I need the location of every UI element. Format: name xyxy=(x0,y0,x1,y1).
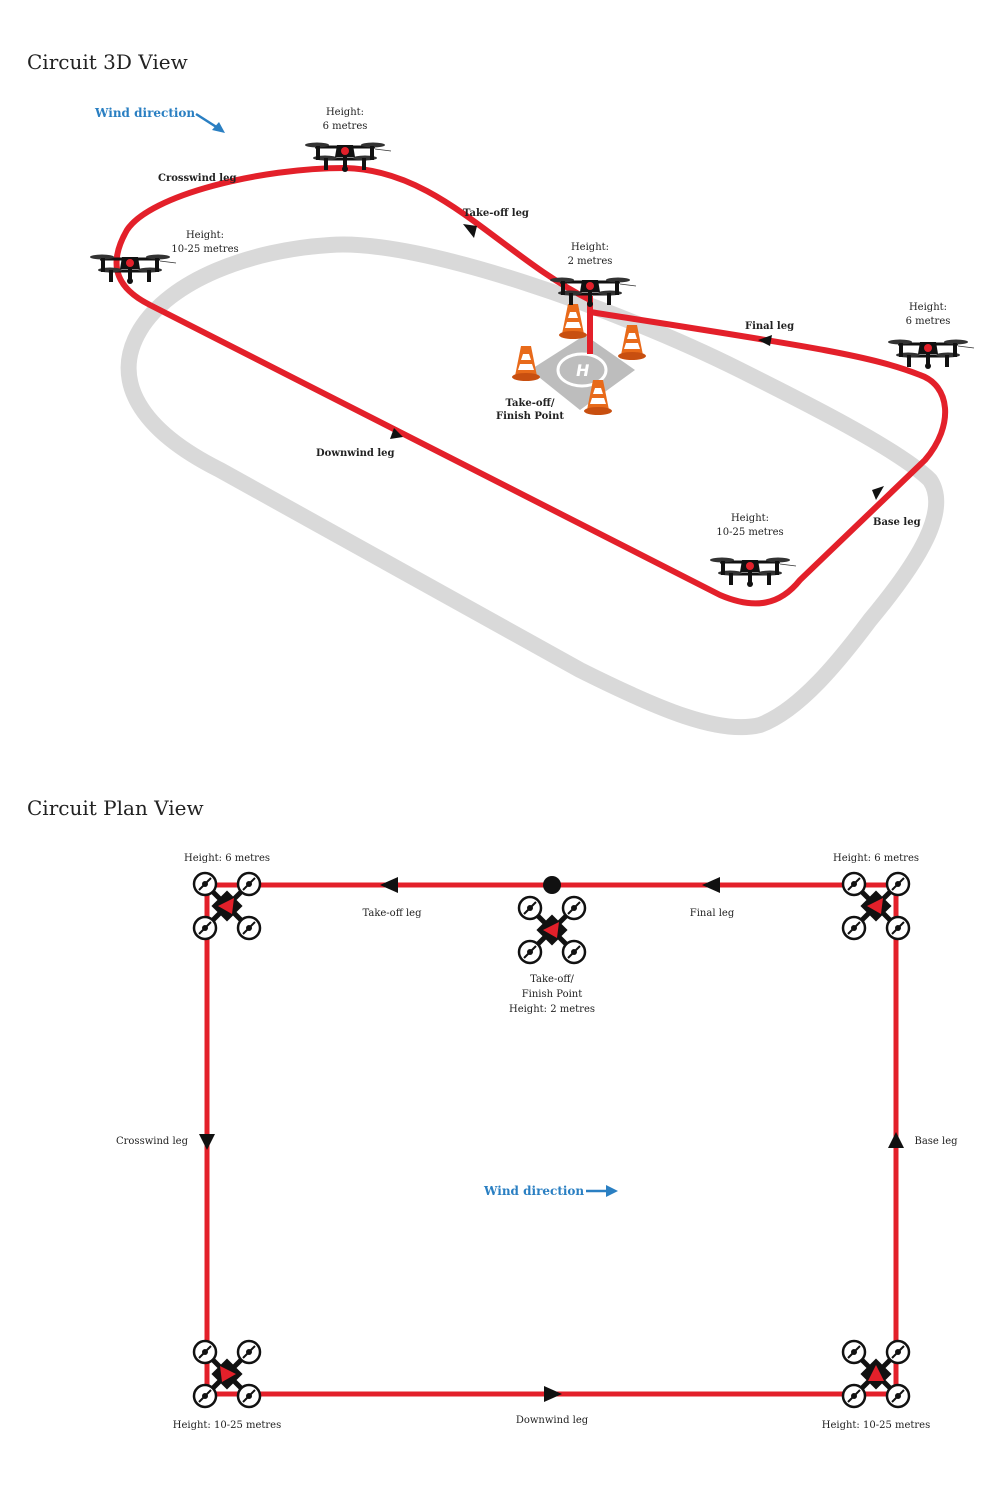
height-label: Height: xyxy=(186,230,224,241)
height-label-bl: Height: 10-25 metres xyxy=(173,1420,282,1431)
drone-icon xyxy=(708,556,798,589)
title-3d-view: Circuit 3D View xyxy=(27,50,188,74)
cone-icon xyxy=(512,346,540,381)
heading-marker xyxy=(543,922,559,938)
takeoff-point-label: Take-off/ xyxy=(530,974,574,985)
leg-label-downwind-plan: Downwind leg xyxy=(516,1415,589,1426)
drone-icon xyxy=(886,338,976,371)
arrow-icon xyxy=(463,224,477,238)
arrow-icon xyxy=(758,335,772,346)
wind-arrow-icon xyxy=(195,112,225,133)
title-plan-view: Circuit Plan View xyxy=(27,796,204,820)
height-label-tl: Height: 6 metres xyxy=(184,853,270,864)
arrow-icon xyxy=(199,1134,215,1150)
leg-label-final-3d: Final leg xyxy=(745,321,794,332)
leg-label-downwind-3d: Downwind leg xyxy=(316,448,395,459)
heading-marker xyxy=(868,1365,884,1381)
leg-label-takeoff-3d: Take-off leg xyxy=(463,208,529,219)
arrow-icon xyxy=(380,877,398,893)
height-label: Height: xyxy=(571,242,609,253)
height-label: Height: xyxy=(909,302,947,313)
arrow-icon xyxy=(872,486,884,500)
height-label: Height: xyxy=(326,107,364,118)
arrow-icon xyxy=(544,1386,562,1402)
flight-path-plan xyxy=(204,882,899,1397)
takeoff-height-label: Height: 2 metres xyxy=(509,1004,595,1015)
takeoff-point-marker xyxy=(543,876,561,894)
heading-marker xyxy=(218,898,234,914)
helipad: H xyxy=(530,296,635,410)
takeoff-point-label: Finish Point xyxy=(522,989,583,1000)
arrow-icon xyxy=(888,1132,904,1148)
height-value: 2 metres xyxy=(568,256,613,267)
leg-label-final-plan: Final leg xyxy=(690,908,735,919)
leg-label-base-3d: Base leg xyxy=(873,517,921,528)
drone-icon xyxy=(88,253,178,286)
takeoff-point-label: Take-off/ xyxy=(506,398,555,409)
svg-text:H: H xyxy=(574,361,591,380)
heading-marker xyxy=(867,898,883,914)
wind-arrow-icon xyxy=(586,1185,618,1197)
height-label: Height: xyxy=(731,513,769,524)
leg-label-takeoff-plan: Take-off leg xyxy=(362,908,422,919)
wind-label-3d: Wind direction xyxy=(94,106,195,120)
height-label-tr: Height: 6 metres xyxy=(833,853,919,864)
arrow-icon xyxy=(702,877,720,893)
leg-label-base-plan: Base leg xyxy=(914,1136,958,1147)
arrow-icon xyxy=(390,428,403,439)
flight-path-3d xyxy=(113,165,949,607)
height-value: 10-25 metres xyxy=(716,527,783,538)
leg-label-crosswind-3d: Crosswind leg xyxy=(158,173,236,184)
height-label-br: Height: 10-25 metres xyxy=(822,1420,931,1431)
shadow-track-3d xyxy=(120,236,945,736)
height-value: 6 metres xyxy=(906,316,951,327)
height-value: 6 metres xyxy=(323,121,368,132)
height-value: 10-25 metres xyxy=(171,244,238,255)
leg-label-crosswind-plan: Crosswind leg xyxy=(116,1136,189,1147)
wind-label-plan: Wind direction xyxy=(483,1184,584,1198)
heading-marker xyxy=(220,1366,236,1382)
takeoff-point-label: Finish Point xyxy=(496,411,564,422)
